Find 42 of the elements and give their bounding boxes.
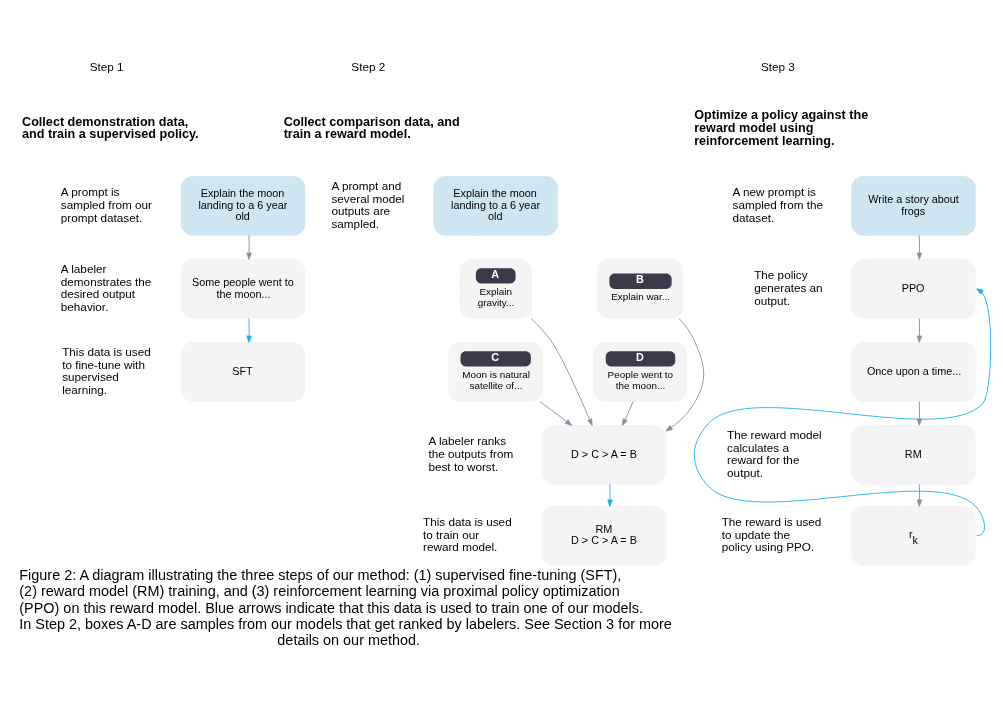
node-box: Once upon a time...: [851, 342, 976, 402]
arrow: [530, 317, 593, 426]
node-box: PPO: [851, 259, 976, 319]
label: Collect demonstration data, and train a supervised policy.: [22, 114, 199, 142]
arrow: [916, 317, 923, 343]
label: This data is used to train our reward model.: [423, 515, 512, 554]
node-box: SFT: [180, 342, 306, 402]
arrow: [622, 401, 634, 426]
label: Step 2: [351, 59, 386, 73]
label: A new prompt is sampled from the dataset.: [732, 185, 824, 224]
node-box: C Moon is natural satellite of...: [448, 342, 544, 402]
label: A labeler demonstrates the desired output behavior.: [60, 262, 152, 313]
label: The reward is used to update the policy using PPO.: [721, 515, 822, 554]
caption: Figure 2: A diagram illustrating the three steps of our method: (1) supervised fine-tuning (SFT), (2) reward model (RM) training, and (3) reinforcement learning via proximal policy optimization (PPO) on this reward model. Blue arrows indicate that this data is used to train one of our models. In Step 2, boxes A-D are samples from our models that get ranked by labelers. See Section 3 for more details on our method.: [19, 567, 672, 649]
arrow: [665, 317, 705, 432]
arrow: [693, 288, 992, 537]
label: Collect comparison data, and train a reward model.: [283, 114, 460, 142]
node-box: D > C > A = B: [541, 425, 667, 485]
label: Step 3: [760, 59, 795, 73]
label: Step 1: [89, 59, 124, 73]
label: A labeler ranks the outputs from best to worst.: [428, 434, 514, 473]
label: The reward model calculates a reward for the output.: [727, 428, 822, 479]
node-box: Some people went to the moon...: [180, 259, 306, 319]
node-box: Write a story about frogs: [851, 176, 976, 236]
node-box: RM D > C > A = B: [541, 505, 667, 566]
node-box: Explain the moon landing to a 6 year old: [180, 176, 306, 236]
arrow: [916, 483, 923, 507]
node-box: A Explain gravity...: [459, 259, 532, 319]
node-box: RM: [851, 425, 976, 485]
node-box: B Explain war...: [596, 259, 684, 319]
node-box: Explain the moon landing to a 6 year old: [433, 176, 558, 236]
node-box: D People went to the moon...: [593, 342, 687, 402]
arrow: [916, 234, 923, 260]
label: Optimize a policy against the reward model using reinforcement learning.: [694, 108, 869, 148]
label: The policy generates an output.: [754, 268, 823, 307]
arrow: [539, 401, 573, 426]
arrow: [607, 483, 613, 507]
arrow: [246, 317, 252, 343]
arrow: [246, 234, 252, 260]
label: A prompt is sampled from our prompt dataset.: [60, 185, 153, 224]
label: A prompt and several model outputs are sampled.: [331, 179, 405, 230]
label: This data is used to fine-tune with supervised learning.: [62, 345, 151, 396]
